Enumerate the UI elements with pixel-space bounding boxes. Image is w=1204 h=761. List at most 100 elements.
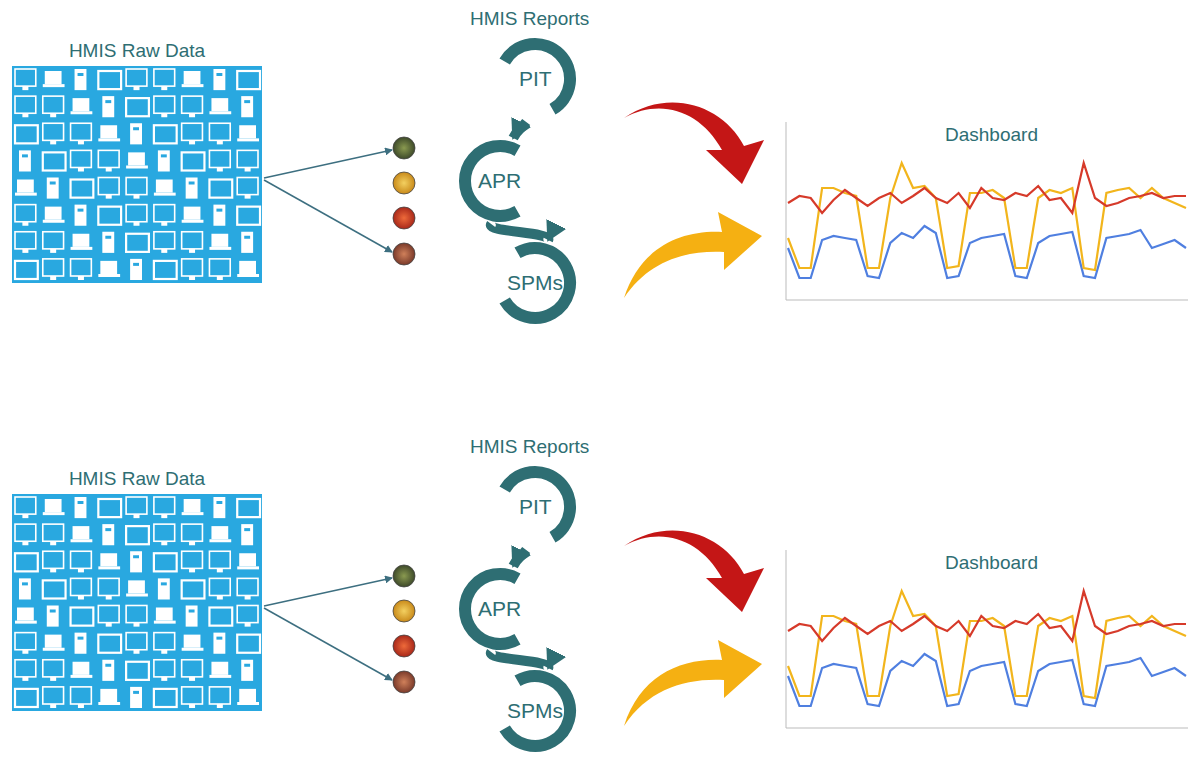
monitor-icon <box>182 232 203 249</box>
monitor-stand <box>245 168 251 172</box>
laptop-base <box>126 594 148 597</box>
node-label: SPMs <box>507 271 563 295</box>
monitor-stand <box>50 113 56 117</box>
monitor-stand <box>22 677 28 681</box>
laptop-icon <box>17 608 34 621</box>
monitor-icon <box>237 150 258 167</box>
screen-icon <box>154 553 177 571</box>
laptop-icon <box>17 180 34 193</box>
monitor-icon <box>154 524 175 541</box>
monitor-stand <box>217 704 223 708</box>
laptop-icon <box>184 207 201 220</box>
monitor-icon <box>209 687 230 704</box>
cycle-arrow <box>491 652 549 668</box>
tower-slot <box>161 154 167 157</box>
report-cycle-ring: APR <box>445 566 555 652</box>
ring-arc <box>505 676 570 746</box>
monitor-icon <box>98 606 119 623</box>
laptop-icon <box>100 553 117 566</box>
tower-icon <box>102 232 114 253</box>
chart-line <box>788 226 1186 278</box>
monitor-stand <box>189 276 195 280</box>
screen-icon <box>209 180 232 198</box>
section-heading: HMIS Reports <box>470 436 589 458</box>
laptop-icon <box>239 553 256 566</box>
monitor-stand <box>134 86 140 90</box>
tower-icon <box>241 232 253 253</box>
tower-icon <box>130 551 142 572</box>
monitor-icon <box>15 96 36 113</box>
monitor-stand <box>161 249 167 253</box>
node-label: APR <box>478 169 521 193</box>
node-label: PIT <box>519 495 552 519</box>
monitor-icon <box>15 524 36 541</box>
monitor-stand <box>245 623 251 627</box>
dashboard-chart: Dashboard <box>778 118 1190 308</box>
monitor-stand <box>189 249 195 253</box>
monitor-stand <box>189 704 195 708</box>
screen-icon <box>182 152 205 170</box>
laptop-base <box>98 702 120 705</box>
monitor-stand <box>22 113 28 117</box>
monitor-icon <box>71 259 92 276</box>
tower-slot <box>189 610 195 613</box>
monitor-stand <box>134 222 140 226</box>
chart-line <box>788 591 1186 641</box>
monitor-icon <box>43 96 64 113</box>
monitor-stand <box>161 514 167 518</box>
tower-slot <box>161 582 167 585</box>
tower-icon <box>19 578 31 599</box>
monitor-icon <box>154 232 175 249</box>
monitor-stand <box>189 677 195 681</box>
monitor-stand <box>78 140 84 144</box>
laptop-icon <box>45 71 62 84</box>
monitor-stand <box>50 677 56 681</box>
node-label: PIT <box>519 67 552 91</box>
monitor-stand <box>78 276 84 280</box>
laptop-icon <box>128 580 145 593</box>
device-icons <box>12 494 262 711</box>
laptop-base <box>182 84 204 87</box>
monitor-icon <box>182 687 203 704</box>
monitor-stand <box>22 541 28 545</box>
monitor-stand <box>134 195 140 199</box>
chart-axis <box>786 300 1188 301</box>
ring-arc <box>505 44 570 109</box>
dashboard-chart: Dashboard <box>778 546 1190 736</box>
cycle-arrow <box>491 224 549 240</box>
laptop-base <box>154 193 176 196</box>
report-cycle-ring: PIT <box>480 464 590 550</box>
row-decoration-top <box>264 103 764 298</box>
tower-slot <box>216 637 222 640</box>
chart-axis <box>786 728 1188 729</box>
node-label: Dashboard <box>942 124 1041 146</box>
laptop-icon <box>45 499 62 512</box>
laptop-base <box>71 675 93 678</box>
laptop-icon <box>100 689 117 702</box>
monitor-icon <box>71 578 92 595</box>
tower-slot <box>216 73 222 76</box>
screen-icon <box>126 98 149 116</box>
monitor-stand <box>189 140 195 144</box>
laptop-icon <box>73 526 90 539</box>
tower-icon <box>186 178 198 199</box>
monitor-icon <box>98 578 119 595</box>
monitor-stand <box>189 113 195 117</box>
laptop-base <box>154 621 176 624</box>
monitor-icon <box>154 69 175 86</box>
report-cycle-ring: APR <box>445 138 555 224</box>
laptop-base <box>209 247 231 250</box>
monitor-icon <box>182 123 203 140</box>
monitor-stand <box>161 86 167 90</box>
monitor-stand <box>78 704 84 708</box>
monitor-stand <box>134 623 140 627</box>
monitor-icon <box>15 232 36 249</box>
monitor-icon <box>237 606 258 623</box>
chart-line <box>788 591 1186 698</box>
chart-line <box>788 654 1186 706</box>
monitor-stand <box>50 568 56 572</box>
monitor-stand <box>161 650 167 654</box>
section-heading: HMIS Reports <box>470 8 589 30</box>
monitor-icon <box>126 205 147 222</box>
laptop-icon <box>73 662 90 675</box>
